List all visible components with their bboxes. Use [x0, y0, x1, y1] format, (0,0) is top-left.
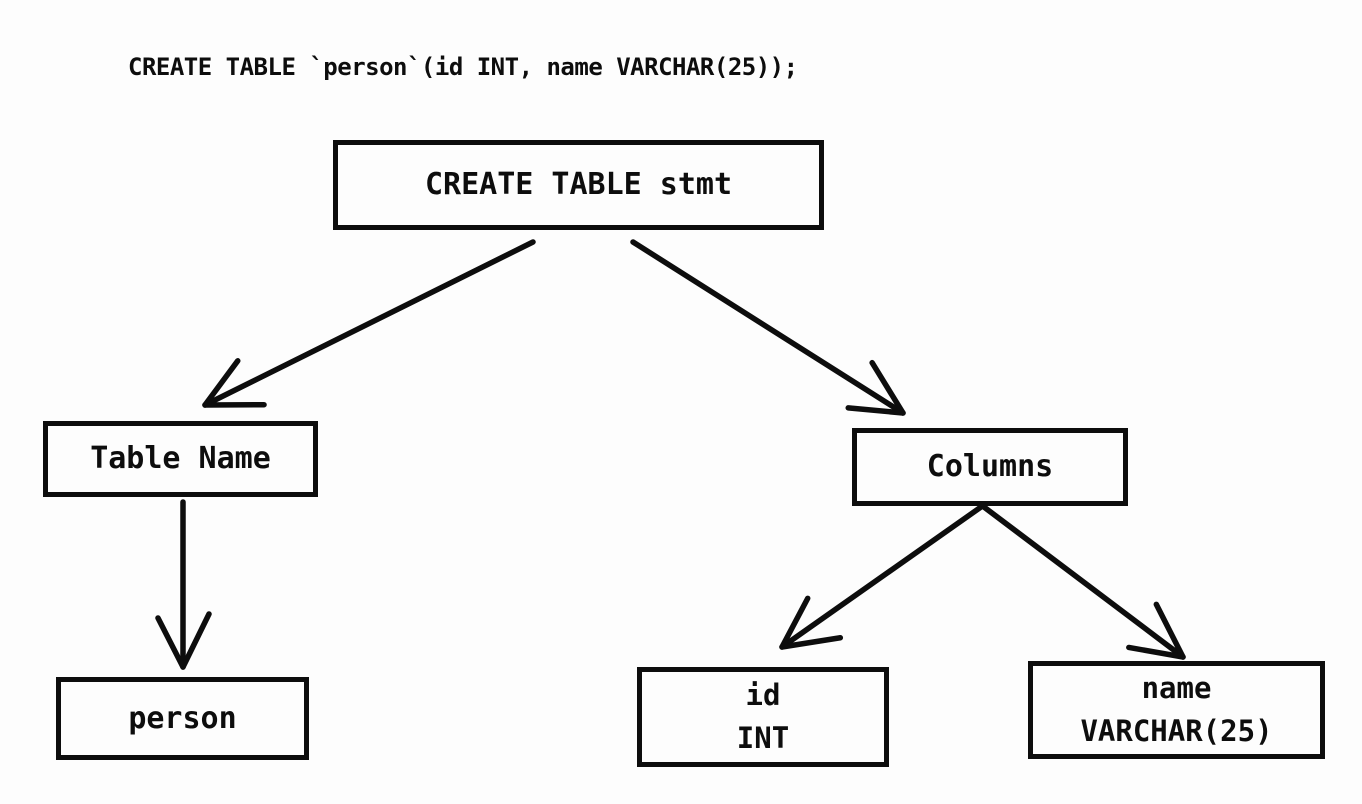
node-create-table-stmt-label: CREATE TABLE stmt	[424, 167, 733, 203]
node-person-label: person	[128, 700, 237, 736]
node-columns: Columns	[852, 428, 1128, 506]
edge-columns-to-id	[779, 504, 984, 650]
sql-statement-text: CREATE TABLE `person`(id INT, name VARCH…	[128, 53, 798, 81]
node-id-column: id INT	[637, 667, 889, 767]
node-columns-label: Columns	[926, 449, 1054, 485]
edge-stmt-to-columns	[630, 239, 906, 416]
edge-columns-to-name	[981, 504, 1186, 660]
node-name-column-name: name	[1141, 670, 1212, 705]
node-name-column-type: VARCHAR(25)	[1080, 714, 1273, 748]
node-person: person	[56, 677, 309, 760]
node-create-table-stmt: CREATE TABLE stmt	[333, 140, 824, 230]
node-id-column-name: id	[745, 677, 781, 712]
node-id-column-type: INT	[736, 721, 790, 755]
edge-stmt-to-table-name	[202, 239, 536, 408]
node-name-column: name VARCHAR(25)	[1028, 661, 1325, 759]
node-table-name: Table Name	[43, 421, 318, 497]
node-table-name-label: Table Name	[90, 441, 271, 477]
